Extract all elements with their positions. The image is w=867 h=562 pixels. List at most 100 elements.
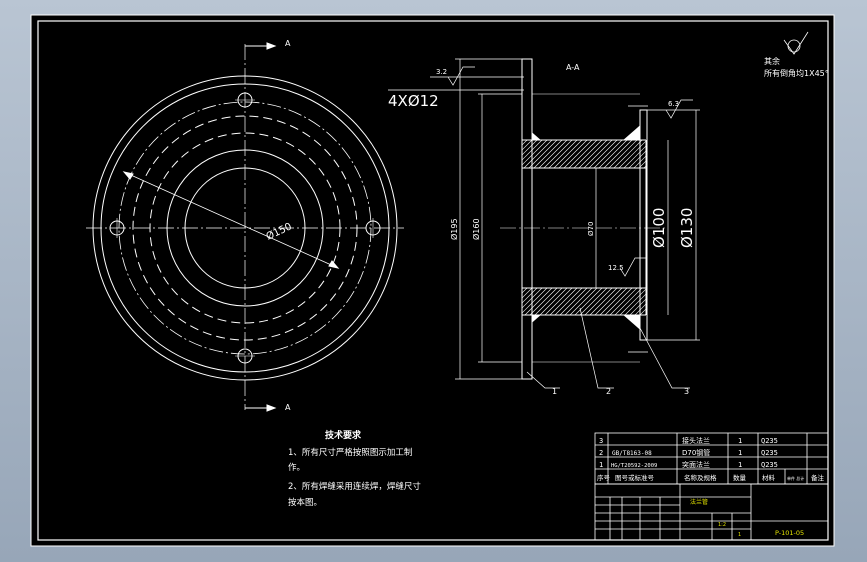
hatch-line: [603, 140, 633, 168]
hatch-line: [589, 288, 618, 315]
hatch-line: [568, 140, 598, 168]
section-dimensions: [388, 58, 700, 389]
row2-name: D70钢管: [682, 448, 710, 457]
hatch-line: [553, 140, 583, 168]
title-block-label: 法兰管: [690, 498, 708, 506]
hatch-line: [524, 288, 553, 315]
roughness-c-label: 12.5: [608, 264, 624, 272]
hatch-line: [522, 140, 538, 156]
section-mark-bottom-label: A: [285, 403, 291, 412]
leader-1-label: 1: [552, 387, 557, 396]
hatch-line: [559, 288, 588, 315]
roughness-note-symbol: [783, 31, 809, 55]
hatch-line: [584, 288, 613, 315]
hatch-line: [522, 140, 548, 166]
hatch-line: [563, 140, 593, 168]
row2-code: GB/T8163-08: [612, 450, 652, 457]
hatch-line: [588, 140, 618, 168]
hatch-line: [634, 303, 646, 315]
section-arrow-top: [266, 42, 277, 50]
hatch-line: [522, 140, 533, 151]
row3-qty: 1: [738, 461, 742, 469]
dimension-arrow: [122, 171, 134, 180]
hatch-line: [522, 288, 533, 299]
hatch-line: [522, 288, 538, 304]
hatch-line: [539, 288, 568, 315]
end-ring: [639, 109, 648, 341]
header-code: 图号或标准号: [615, 473, 655, 482]
roughness-symbol-b: [665, 99, 693, 119]
hatch-line: [569, 288, 598, 315]
hatch-line: [638, 160, 646, 168]
hatch-line: [543, 140, 573, 168]
row1-material: Q235: [761, 437, 778, 445]
drawing-number: P-101-05: [775, 529, 804, 537]
row1-name: 接头法兰: [682, 436, 710, 445]
outer-dia-label: Ø195: [449, 218, 459, 240]
hatch-line: [522, 140, 528, 146]
leader-2: [579, 307, 614, 389]
hatch-line: [573, 140, 603, 168]
roughness-note: [783, 31, 809, 55]
hatch-line: [578, 140, 608, 168]
section-hatching: [522, 140, 646, 315]
hatch-line: [528, 140, 558, 168]
hatch-line: [574, 288, 603, 315]
hatch-line: [583, 140, 613, 168]
header-material: 材料: [762, 473, 776, 482]
roughness-symbol-c: [619, 257, 647, 277]
hatch-line: [579, 288, 608, 315]
row3-material: Q235: [761, 461, 778, 469]
requirements-line2: 作。: [288, 462, 305, 473]
leader-3-label: 3: [684, 387, 689, 396]
row2-material: Q235: [761, 449, 778, 457]
hatch-line: [523, 140, 553, 168]
hatch-line: [533, 140, 563, 168]
roughness-note-line1: 其余: [764, 56, 780, 66]
leader-1: [526, 371, 560, 389]
hatch-line: [618, 140, 646, 168]
hatch-line: [522, 288, 528, 294]
hatch-line: [564, 288, 593, 315]
row2-qty: 1: [738, 449, 742, 457]
dimension-arrow: [328, 260, 340, 269]
weld-marks: [531, 124, 641, 331]
bolt-circle: [118, 101, 372, 355]
weld-bottom: [622, 314, 641, 331]
hatch-line: [613, 140, 643, 168]
header-no: 序号: [597, 473, 611, 482]
title-sheet: 1: [738, 532, 741, 538]
section-mark-top-label: A: [285, 39, 291, 48]
requirements-line3: 2、所有焊缝采用连续焊，焊缝尺寸: [288, 481, 421, 492]
requirements-line1: 1、所有尺寸严格按照图示加工制: [288, 447, 412, 458]
title-scale: 1:2: [718, 522, 726, 528]
leader-2-label: 2: [606, 387, 611, 396]
hatch-line: [529, 288, 558, 315]
hatch-line: [594, 288, 623, 315]
parts-table: [594, 432, 829, 541]
weld-flange-top: [531, 131, 542, 141]
hatch-line: [534, 288, 563, 315]
hatch-line: [593, 140, 623, 168]
hatch-line: [548, 140, 578, 168]
flange-inner-label: Ø160: [471, 218, 481, 240]
hatch-line: [558, 140, 588, 168]
hatch-line: [598, 140, 628, 168]
roughness-a-label: 3.2: [436, 68, 447, 76]
requirements-title: 技术要求: [325, 429, 362, 441]
hatch-line: [549, 288, 578, 315]
front-view: [86, 42, 404, 412]
header-qty: 数量: [733, 473, 747, 482]
weld-flange-bottom: [531, 314, 542, 324]
leader-3: [639, 327, 690, 389]
hatch-line: [599, 288, 628, 315]
hatch-line: [604, 288, 633, 315]
parts-table-text: 3 接头法兰 1 Q235 2 GB/T8163-08 D70钢管 1 Q235…: [597, 436, 825, 538]
section-title: A-A: [566, 63, 580, 72]
bolt-circle-dimension-line: [123, 171, 339, 269]
header-note: 备注: [811, 473, 825, 482]
hatch-line: [629, 298, 646, 315]
section-arrow-bottom: [266, 404, 277, 412]
